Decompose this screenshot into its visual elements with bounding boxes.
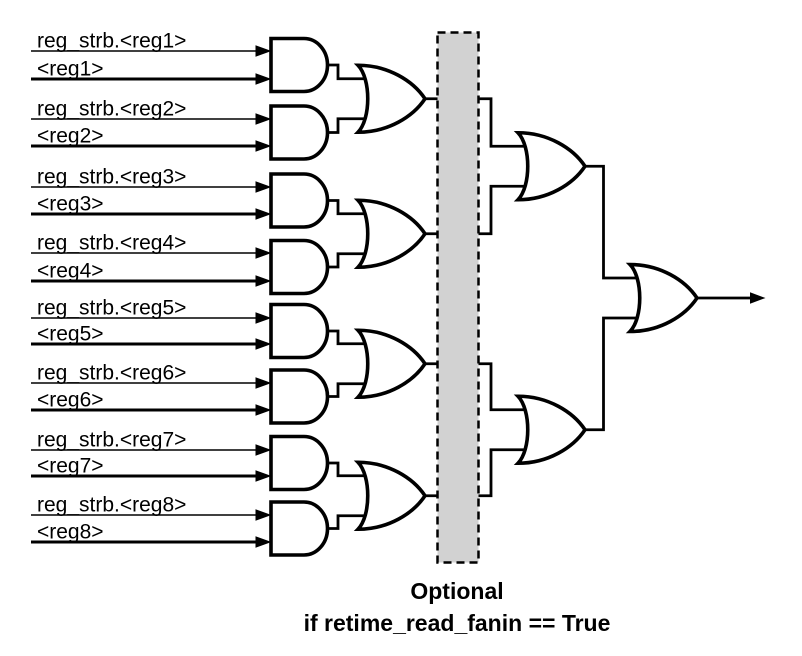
input-label-strobe: reg_strb.<reg5> [37,297,186,320]
arrowhead-icon [255,444,272,456]
wire-and3-or2 [327,199,372,216]
arrowhead-icon [255,208,272,220]
or-gate-icon [516,130,587,202]
arrowhead-icon [255,470,272,482]
arrowhead-icon [255,275,272,287]
and-gate-icon [269,434,330,492]
and-gate-icon [269,368,330,425]
or-gate-icon [516,394,587,466]
and-gate-icon [269,104,330,161]
arrowhead-icon [255,113,272,125]
input-label-strobe: reg_strb.<reg8> [37,494,186,517]
and-gate-icon [269,302,330,360]
input-label-strobe: reg_strb.<reg4> [37,232,186,255]
or-gate-icon [356,328,427,400]
arrowhead-icon [255,140,272,152]
input-label-strobe: reg_strb.<reg7> [37,429,186,452]
wire-and7-or4 [327,461,372,478]
input-row-7: reg_strb.<reg7> <reg7> [31,429,272,482]
arrowhead-icon [255,45,272,57]
output-arrowhead-icon [750,292,766,304]
optional-retime-bar [436,31,480,564]
arrowhead-icon [255,509,272,521]
input-label-strobe: reg_strb.<reg6> [37,362,186,385]
input-label-strobe: reg_strb.<reg1> [37,30,186,53]
input-label-value: <reg3> [37,193,104,216]
input-label-strobe: reg_strb.<reg3> [37,166,186,189]
wire-and8-or4 [327,514,372,530]
input-row-2: reg_strb.<reg2> <reg2> [31,98,272,152]
input-label-value: <reg4> [37,260,104,283]
and-gate-icon [269,238,330,296]
arrowhead-icon [255,404,272,416]
input-row-1: reg_strb.<reg1> <reg1> [31,30,272,85]
wire-and1-or1 [327,63,372,81]
input-row-6: reg_strb.<reg6> <reg6> [31,362,272,416]
input-label-strobe: reg_strb.<reg2> [37,98,186,121]
input-label-value: <reg6> [37,389,104,412]
wire-and6-or3 [327,382,372,398]
and-gate-icon [269,36,330,94]
wire-and5-or3 [327,329,372,346]
or-gate-icon [628,262,699,334]
or-gate-icon [356,198,427,270]
arrowhead-icon [255,181,272,193]
or-gate-icon [356,460,427,532]
wire-and4-or2 [327,252,372,269]
input-label-value: <reg2> [37,125,104,148]
input-row-4: reg_strb.<reg4> <reg4> [31,232,272,287]
and-gate-icon [269,172,330,229]
wire-lvl2b-final [585,316,644,432]
wire-and2-or1 [327,117,372,134]
input-row-8: reg_strb.<reg8> <reg8> [31,494,272,548]
input-label-value: <reg5> [37,323,104,346]
or-gate-icon [356,63,427,135]
input-label-value: <reg8> [37,521,104,544]
input-row-3: reg_strb.<reg3> <reg3> [31,166,272,220]
arrowhead-icon [255,247,272,259]
arrowhead-icon [255,377,272,389]
input-label-value: <reg1> [37,58,104,81]
wire-lvl2a-final [585,164,644,280]
arrowhead-icon [255,73,272,85]
caption-line2: if retime_read_fanin == True [304,610,611,636]
input-row-5: reg_strb.<reg5> <reg5> [31,297,272,350]
caption-line1: Optional [410,578,503,604]
arrowhead-icon [255,312,272,324]
arrowhead-icon [255,338,272,350]
and-gate-icon [269,500,330,557]
arrowhead-icon [255,536,272,548]
input-label-value: <reg7> [37,455,104,478]
